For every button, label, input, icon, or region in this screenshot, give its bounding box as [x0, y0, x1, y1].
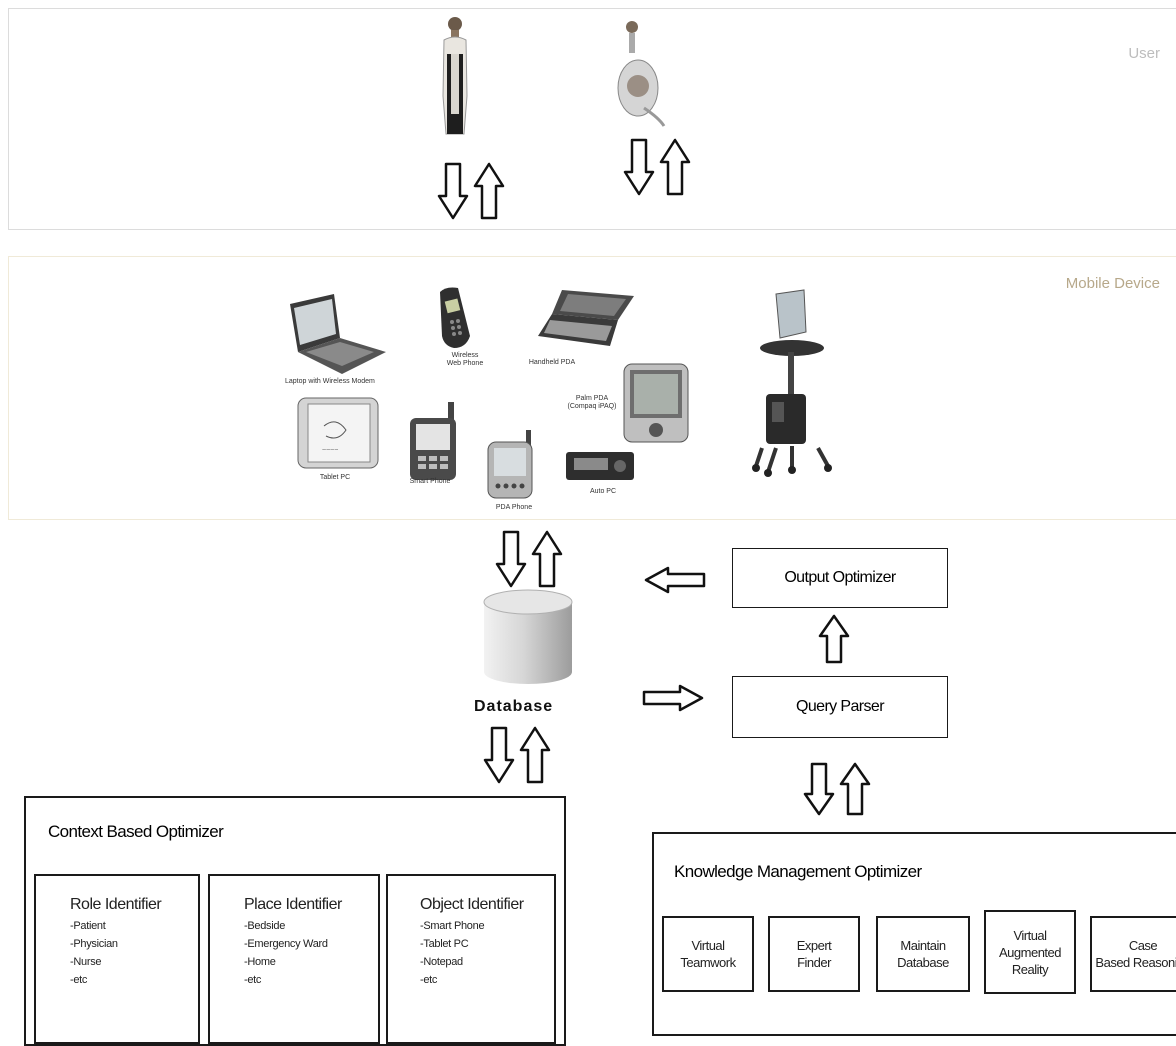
- parser-knowledge-arrows: [803, 762, 871, 816]
- user-link-arrows-left: [437, 162, 505, 220]
- physician-figure-icon: [442, 17, 468, 135]
- object-identifier-panel: Object Identifier -Smart Phone -Tablet P…: [386, 874, 556, 1044]
- mobile-device-band: Mobile Device: [8, 256, 1176, 520]
- device-label-laptop: Laptop with Wireless Modem: [285, 378, 375, 385]
- laptop-icon: [290, 294, 386, 374]
- expert-finder-label: Expert Finder: [796, 938, 832, 970]
- maintain-database-box: Maintain Database: [876, 916, 970, 992]
- place-identifier-panel: Place Identifier -Bedside -Emergency War…: [208, 874, 380, 1044]
- svg-text:~~~~: ~~~~: [322, 447, 338, 454]
- query-parser-box: Query Parser: [732, 676, 948, 738]
- device-label-pda-phone: PDA Phone: [495, 504, 533, 511]
- virtual-teamwork-label: Virtual Teamwork: [680, 938, 736, 970]
- virtual-augmented-reality-label: Virtual Augmented Reality: [999, 927, 1062, 977]
- user-band: User: [8, 8, 1176, 230]
- object-identifier-items: -Smart Phone -Tablet PC -Notepad -etc: [420, 920, 485, 986]
- database-context-arrows: [483, 726, 551, 784]
- patient-figure-icon: [617, 21, 666, 127]
- place-identifier-title: Place Identifier: [244, 896, 342, 913]
- role-identifier-items: -Patient -Physician -Nurse -etc: [70, 920, 118, 986]
- pda-phone-icon: [487, 430, 533, 499]
- parser-to-optimizer-arrow: [818, 614, 850, 664]
- database-to-parser-right-arrow: [642, 684, 704, 712]
- device-label-tablet-pc: Tablet PC: [319, 474, 351, 481]
- device-label-handheld-pda: Handheld PDA: [528, 359, 576, 366]
- context-optimizer-title: Context Based Optimizer: [48, 822, 224, 841]
- expert-finder-box: Expert Finder: [768, 916, 860, 992]
- device-label-wireless-phone: Wireless Web Phone: [446, 352, 484, 367]
- maintain-database-label: Maintain Database: [897, 938, 949, 970]
- user-link-arrows-right: [623, 138, 691, 196]
- tablet-pc-icon: ~~~~: [297, 397, 379, 469]
- auto-pc-icon: [566, 452, 634, 480]
- mobile-device-band-label: Mobile Device: [1065, 275, 1160, 292]
- smart-phone-icon: [410, 402, 456, 480]
- handheld-pda-icon: [538, 290, 634, 346]
- case-based-reasoning-label: Case Based Reasoning: [1095, 938, 1176, 970]
- knowledge-management-optimizer-box: Knowledge Management Optimizer Virtual T…: [652, 832, 1176, 1036]
- palm-pda-icon: [623, 363, 689, 443]
- knowledge-optimizer-title: Knowledge Management Optimizer: [674, 862, 922, 881]
- role-identifier-title: Role Identifier: [70, 896, 162, 913]
- device-label-auto-pc: Auto PC: [589, 488, 617, 495]
- virtual-teamwork-box: Virtual Teamwork: [662, 916, 754, 992]
- context-based-optimizer-box: Context Based Optimizer Role Identifier …: [24, 796, 566, 1046]
- wireless-phone-icon: [440, 287, 470, 348]
- mobile-cart-icon: [752, 289, 832, 477]
- device-label-palm-pda: Palm PDA (Compaq iPAQ): [567, 395, 617, 410]
- database-cylinder-icon: [483, 589, 573, 684]
- device-database-arrows: [495, 530, 563, 588]
- output-optimizer-label: Output Optimizer: [784, 569, 896, 586]
- virtual-augmented-reality-box: Virtual Augmented Reality: [984, 910, 1076, 994]
- user-band-label: User: [1128, 45, 1160, 62]
- database-label: Database: [474, 698, 554, 715]
- output-optimizer-box: Output Optimizer: [732, 548, 948, 608]
- query-parser-label: Query Parser: [796, 698, 885, 715]
- place-identifier-items: -Bedside -Emergency Ward -Home -etc: [244, 920, 328, 986]
- object-identifier-title: Object Identifier: [420, 896, 524, 913]
- role-identifier-panel: Role Identifier -Patient -Physician -Nur…: [34, 874, 200, 1044]
- device-label-smart-phone: Smart Phone: [409, 478, 451, 485]
- optimizer-output-left-arrow: [644, 566, 706, 594]
- case-based-reasoning-box: Case Based Reasoning: [1090, 916, 1176, 992]
